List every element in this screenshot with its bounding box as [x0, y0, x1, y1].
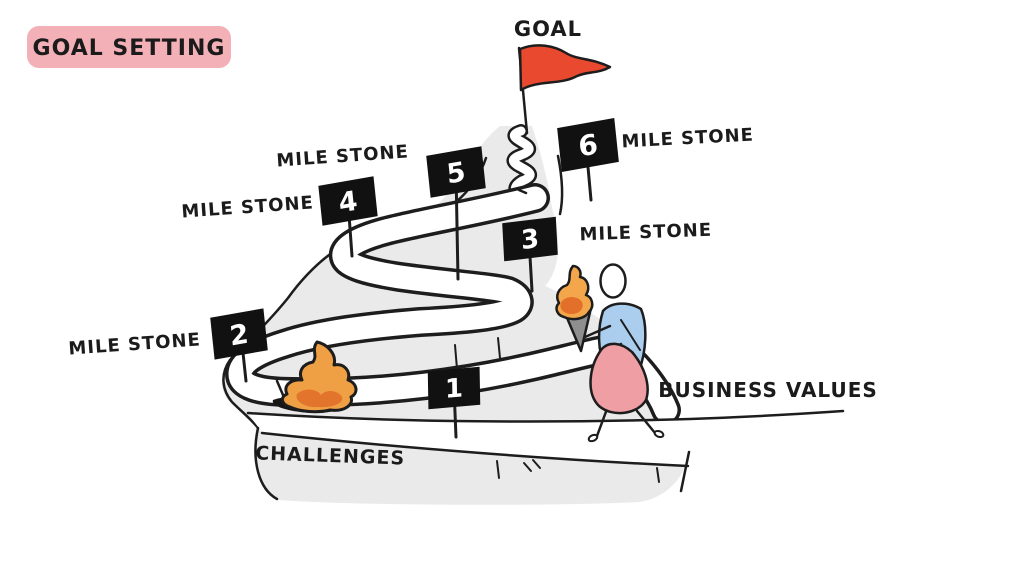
milestone-label-2: MILE STONE [68, 329, 202, 359]
milestone-label-4: MILE STONE [181, 192, 315, 222]
milestone-number-5: 5 [445, 156, 467, 190]
flag-icon [518, 44, 612, 92]
base-path [246, 337, 845, 501]
milestone-number-2: 2 [228, 318, 250, 352]
challenges-label: CHALLENGES [255, 442, 406, 469]
milestone-sign-4: 4 [318, 176, 378, 226]
traveler-bag [589, 342, 649, 415]
traveler-leg [635, 409, 657, 435]
milestone-sign-2: 2 [210, 308, 268, 360]
traveler-leg [595, 407, 609, 438]
milestone-sign-5: 5 [426, 146, 486, 198]
winding-path [225, 183, 681, 425]
milestone-label-6: MILE STONE [621, 125, 754, 153]
traveler-arm [583, 324, 612, 339]
goal-label: GOAL [514, 17, 582, 41]
milestone-sign-6: 6 [557, 118, 619, 172]
milestone-sign-3: 3 [502, 216, 558, 262]
traveler [555, 263, 665, 443]
milestone-number-6: 6 [577, 127, 600, 163]
milestone-label-3: MILE STONE [579, 220, 712, 246]
title-badge-label: GOAL SETTING [33, 36, 226, 61]
milestone-number-1: 1 [445, 373, 464, 405]
milestone-signs: 1 2 3 4 5 6 [210, 118, 619, 439]
business-values-label: BUSINESS VALUES [658, 378, 878, 402]
torch-icon [555, 264, 594, 353]
goal-flag [517, 44, 612, 135]
milestone-sign-1: 1 [427, 366, 481, 410]
traveler-head [599, 263, 627, 299]
milestone-number-4: 4 [337, 185, 359, 219]
title-badge: GOAL SETTING [27, 26, 231, 68]
fire-icon [272, 340, 358, 414]
milestone-number-3: 3 [520, 224, 540, 256]
milestone-label-5: MILE STONE [276, 141, 410, 171]
